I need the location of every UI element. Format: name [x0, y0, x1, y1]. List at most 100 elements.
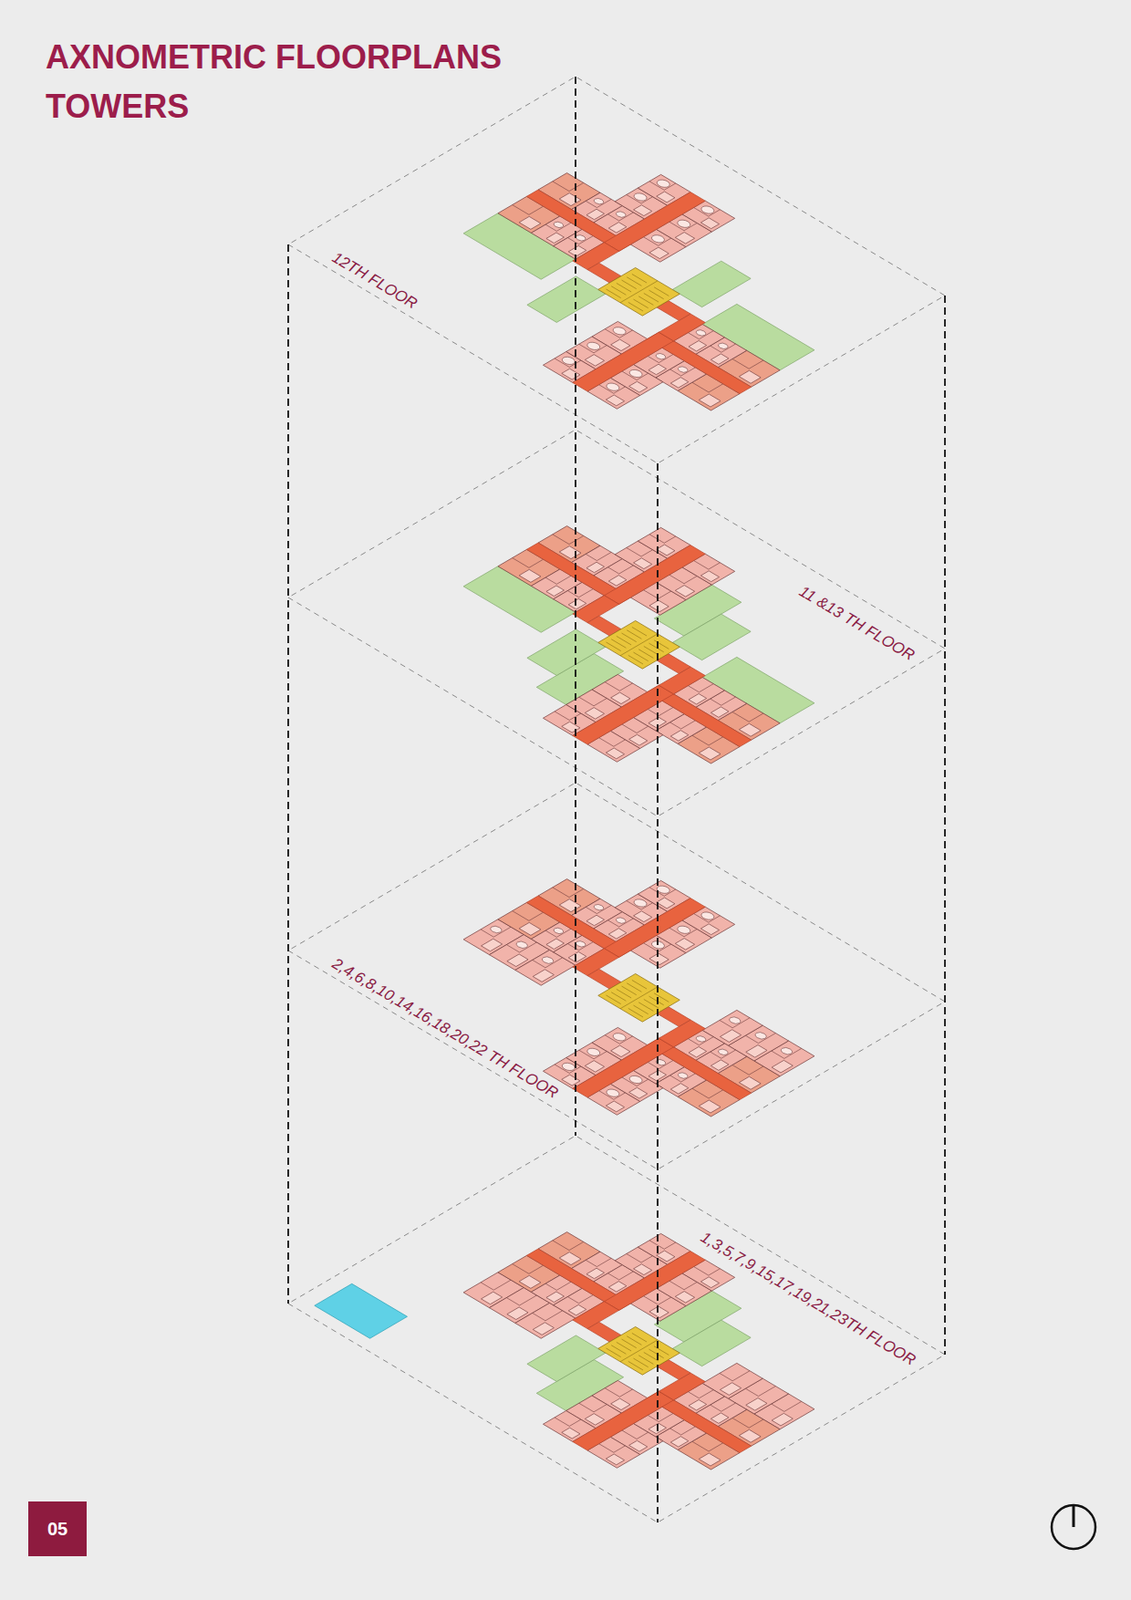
partition-line: [748, 360, 764, 369]
partition-line: [757, 1386, 776, 1397]
partition-line: [552, 1240, 570, 1251]
bath-fixture: [675, 1071, 690, 1080]
partition-line: [554, 1417, 570, 1427]
bathroom: [649, 953, 669, 965]
page-number: 05: [47, 1517, 68, 1540]
partition-line: [596, 1257, 612, 1266]
partition-line: [613, 739, 626, 747]
stair-tread: [653, 640, 669, 650]
bath-fixture: [715, 342, 730, 351]
partition-line: [658, 1297, 672, 1305]
partition-line: [692, 1441, 709, 1452]
bath-fixture: [584, 1047, 603, 1059]
partition-line: [719, 1372, 733, 1381]
bathroom: [771, 1059, 793, 1073]
vertical-guide-line: [287, 244, 290, 1304]
stair-divider: [620, 633, 658, 656]
partition-line: [692, 382, 709, 393]
circulation-core: [598, 267, 681, 316]
partition-line: [480, 1282, 494, 1290]
bathroom: [746, 1398, 768, 1412]
partition-line: [567, 1297, 579, 1304]
bathroom: [518, 216, 541, 229]
partition-line: [529, 1265, 544, 1274]
bathroom: [561, 721, 581, 733]
bath-fixture: [551, 926, 566, 935]
bath-fixture: [675, 365, 690, 374]
partition-line: [619, 1389, 633, 1397]
bath-fixture: [584, 341, 603, 353]
floor-plan: [314, 1167, 887, 1505]
partition-line: [622, 724, 637, 734]
bathroom: [700, 217, 719, 229]
bathroom: [674, 232, 695, 245]
bathroom: [698, 1099, 721, 1113]
stair-tread: [653, 287, 669, 297]
bathroom: [633, 1264, 653, 1276]
partition-line: [708, 383, 724, 393]
floor-label: 11 &13 TH FLOOR: [793, 581, 921, 666]
partition-line: [593, 1404, 607, 1412]
green-courtyard: [672, 260, 751, 307]
floor-plane-outline: [288, 429, 945, 817]
partition-line: [732, 358, 749, 369]
floor-label: 1,3,5,7,9,15,17,19,21,23TH FLOOR: [695, 1226, 922, 1371]
partition-line: [684, 1281, 697, 1289]
bathroom: [532, 969, 554, 983]
bath-fixture: [715, 1047, 730, 1057]
bathroom: [710, 706, 729, 717]
bathroom: [710, 1412, 729, 1423]
partition-line: [506, 1297, 519, 1306]
partition-line: [732, 1064, 749, 1075]
circulation-core: [598, 973, 681, 1022]
bathroom: [532, 1322, 554, 1336]
partition-line: [721, 1402, 737, 1412]
bath-fixture: [653, 1058, 668, 1067]
bathroom: [674, 938, 695, 951]
bathroom: [561, 1074, 581, 1086]
partition-line: [493, 1279, 511, 1290]
partition-line: [643, 590, 658, 600]
bath-fixture: [626, 368, 645, 380]
bathroom: [670, 1083, 689, 1094]
partition-line: [622, 1430, 637, 1440]
partition-line: [681, 720, 696, 729]
stair-tread: [632, 273, 647, 283]
bathroom: [710, 1059, 729, 1070]
partition-line: [545, 1283, 557, 1290]
stair-tread: [653, 993, 669, 1003]
partition-line: [710, 698, 722, 706]
floor-plan: [391, 145, 886, 437]
partition-line: [596, 551, 612, 561]
partition-line: [687, 685, 699, 693]
bathroom: [605, 394, 624, 406]
partition-line: [745, 1388, 758, 1396]
bathroom: [670, 1436, 689, 1447]
partition-line: [512, 911, 530, 922]
partition-line: [619, 1271, 634, 1280]
partition-line: [619, 683, 633, 691]
partition-line: [579, 589, 594, 598]
partition-line: [529, 206, 544, 215]
bathroom: [688, 1399, 707, 1410]
green-courtyard: [672, 1319, 751, 1366]
bath-fixture: [610, 325, 629, 337]
partition-line: [552, 534, 570, 545]
bathroom: [633, 205, 653, 217]
bath-fixture: [649, 233, 668, 245]
partition-line: [608, 1273, 620, 1280]
circulation-core: [598, 620, 681, 669]
bath-fixture: [626, 1074, 645, 1086]
bathroom: [674, 1291, 695, 1304]
partition-line: [512, 558, 530, 569]
partition-line: [681, 1426, 696, 1435]
bath-fixture: [603, 1087, 623, 1099]
partition-line: [708, 562, 721, 570]
stair-tread: [632, 979, 647, 989]
corridor: [572, 332, 675, 392]
bath-fixture: [514, 940, 530, 950]
bathroom: [700, 1276, 719, 1288]
bath-fixture: [610, 1031, 629, 1043]
partition-line: [684, 575, 697, 583]
